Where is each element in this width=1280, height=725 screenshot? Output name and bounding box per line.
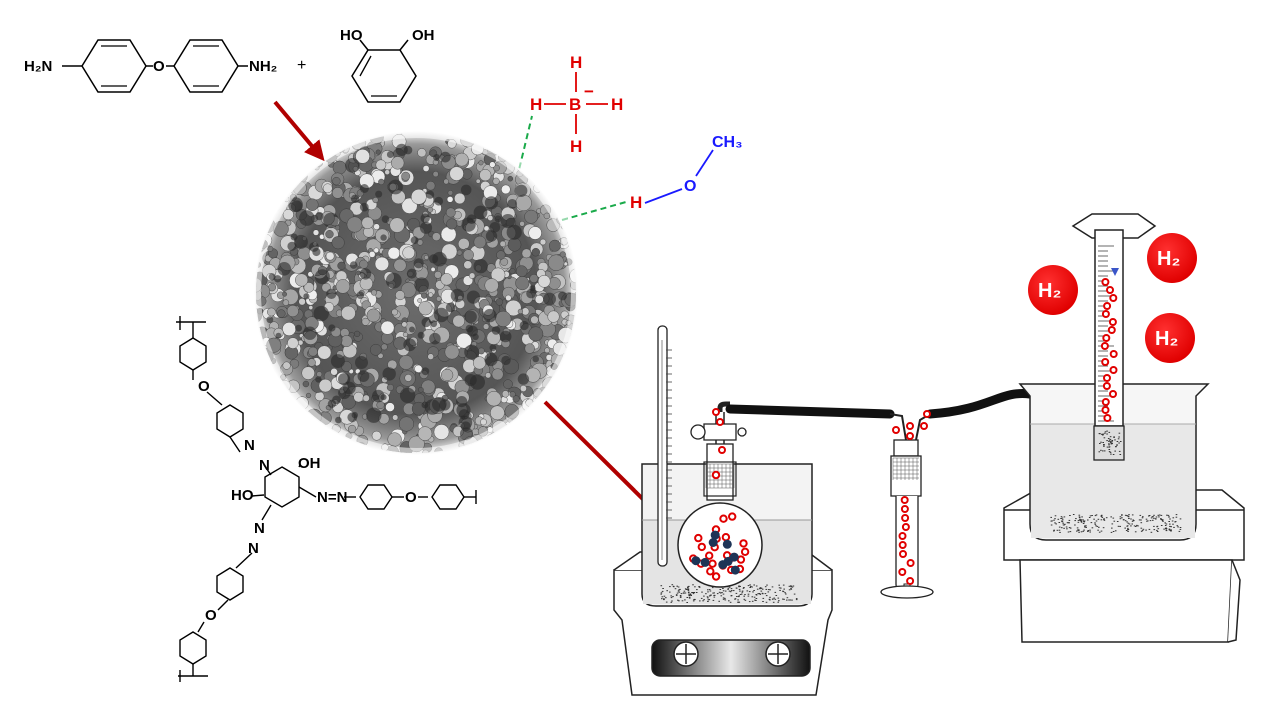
- polymer-ether-o-bottom: O: [205, 607, 217, 624]
- hydroxyl-left-label: HO: [340, 27, 363, 44]
- gas-trap-column: [712, 408, 934, 599]
- benzene-ring-left: [81, 39, 147, 93]
- polymer-hydroxyl-top: OH: [298, 455, 321, 472]
- polymer-azo-bottom-n1: N: [254, 520, 265, 537]
- h2-label: H₂: [1155, 328, 1178, 350]
- polymer-azo-top-n1: N: [244, 437, 255, 454]
- h2-label: H₂: [1038, 280, 1061, 302]
- h2-label: H₂: [1157, 248, 1180, 270]
- reaction-flask: [677, 412, 763, 588]
- benzene-ring-right: [173, 39, 239, 93]
- polymer-hydroxyl-left: HO: [231, 487, 254, 504]
- h2-badge: H₂: [1145, 313, 1195, 363]
- sem-micrograph: [247, 124, 585, 462]
- borohydride-ion: H H B − H H: [530, 53, 623, 156]
- methanol-oxygen: O: [684, 178, 696, 195]
- arrow-to-sem: [273, 100, 325, 162]
- polymer-labels: O N N OH HO N=N O N N O: [198, 378, 417, 624]
- polymer-azo-right: N=N: [317, 489, 347, 506]
- reactant-oxydianiline: H₂N O NH₂: [24, 39, 277, 93]
- reactant-resorcinol: HO OH: [340, 27, 435, 103]
- bh4-charge: −: [584, 82, 594, 101]
- bh4-h-top: H: [570, 53, 582, 72]
- bh4-h-bottom: H: [570, 137, 582, 156]
- benzene-ring: [351, 49, 417, 103]
- methanol-hydrogen: H: [630, 193, 642, 212]
- h2-badge: H₂: [1028, 265, 1078, 315]
- polymer-ether-o-top: O: [198, 378, 210, 395]
- polymer-ether-o-right: O: [405, 489, 417, 506]
- plus-sign: +: [297, 57, 306, 74]
- methanol-molecule: H O CH₃: [630, 134, 743, 212]
- bh4-h-right: H: [611, 95, 623, 114]
- hbond-line-methanol: [561, 201, 627, 221]
- azo-polymer-structure: [176, 316, 477, 682]
- bh4-boron: B: [569, 95, 581, 114]
- thermometer: [657, 325, 672, 567]
- hydrogen-gas-badges: H₂ H₂ H₂: [1028, 233, 1197, 363]
- rubber-tubing-1: [725, 404, 895, 419]
- collection-beaker: [1018, 383, 1210, 541]
- h2-badge: H₂: [1147, 233, 1197, 283]
- bh4-h-left: H: [530, 95, 542, 114]
- amine-left-label: H₂N: [24, 58, 52, 75]
- graduated-cylinder: [1071, 213, 1157, 461]
- amine-right-label: NH₂: [249, 58, 277, 75]
- ether-oxygen-label: O: [153, 58, 165, 75]
- polymer-azo-top-n2: N: [259, 457, 270, 474]
- methyl-label: CH₃: [712, 134, 743, 151]
- hydroxyl-right-label: OH: [412, 27, 435, 44]
- polymer-azo-bottom-n2: N: [248, 540, 259, 557]
